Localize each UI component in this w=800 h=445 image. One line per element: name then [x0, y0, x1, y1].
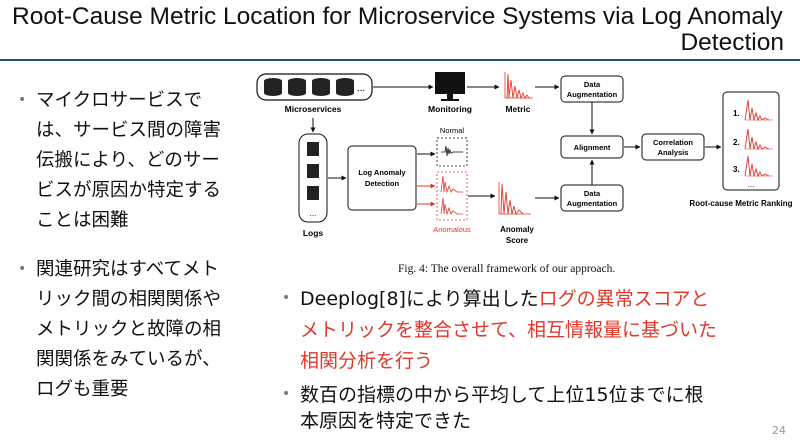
ranking-label: Root-cause Metric Ranking — [689, 199, 792, 208]
logs-label: Logs — [303, 228, 324, 238]
bullet-line: 伝搬により、どのサー — [36, 150, 220, 171]
anomaly-score-line2: Score — [506, 236, 529, 245]
anomalous-label: Anomalous — [433, 225, 471, 234]
data-augmentation-top-line2: Augmentation — [567, 90, 618, 99]
bullet-line: メトリックと故障の相 — [36, 319, 222, 340]
bullet-line: マイクロサービスで — [36, 90, 203, 111]
right-bullet-1-highlight-2: メトリックを整合させて、相互情報量に基づいた — [300, 319, 718, 341]
correlation-analysis-node: Correlation Analysis — [641, 133, 705, 161]
bullet-line: 関連研究はすべてメト — [36, 259, 219, 280]
microservices-node: ... Microservices — [256, 73, 373, 114]
right-bullet-1: • Deeplog[8]により算出したログの異常スコアと メトリックを整合させて… — [282, 284, 718, 377]
metric-signal-icon — [504, 72, 533, 100]
logs-node: ... Logs — [298, 133, 328, 238]
anomalous-signals — [436, 171, 468, 221]
rank-ellipsis: ... — [748, 180, 755, 189]
title-line-1: Root-Cause Metric Location for Microserv… — [12, 3, 783, 30]
root-cause-ranking: 1. 2. 3. ... — [722, 91, 780, 191]
bullet-dot-icon: • — [282, 386, 291, 402]
log-anomaly-line1: Log Anomaly — [358, 168, 406, 177]
rank-2: 2. — [733, 138, 740, 147]
normal-signal — [436, 137, 468, 167]
logs-ellipsis: ... — [310, 209, 317, 218]
right-bullet-1-line1: Deeplog[8]により算出したログの異常スコアと — [300, 284, 717, 315]
microservices-label: Microservices — [285, 104, 342, 114]
bullet-line: ログも重要 — [36, 379, 129, 400]
right-bullet-2-line2: 本原因を特定できた — [300, 410, 472, 432]
monitoring-label: Monitoring — [428, 104, 472, 114]
bullet-dot-icon: • — [18, 261, 27, 277]
rank-1: 1. — [733, 109, 740, 118]
alignment-node: Alignment — [560, 135, 624, 159]
data-augmentation-top: Data Augmentation — [560, 75, 624, 103]
log-anomaly-detection-node: Log Anomaly Detection — [347, 145, 417, 211]
log-file-icon — [307, 142, 319, 200]
bullet-dot-icon: • — [282, 290, 291, 306]
bullet-line: リック間の相関関係や — [36, 289, 222, 310]
bullet-line: は、サービス間の障害 — [36, 120, 222, 141]
monitor-icon — [435, 72, 465, 101]
framework-diagram: ... Microservices Monitoring Metric Data… — [256, 72, 793, 245]
data-augmentation-bottom: Data Augmentation — [560, 184, 624, 212]
data-augmentation-bottom-line1: Data — [584, 189, 601, 198]
right-bullet-1-highlight-3: 相関分析を行う — [300, 350, 434, 372]
data-augmentation-top-line1: Data — [584, 80, 601, 89]
left-bullet-2: • 関連研究はすべてメト リック間の相関関係や メトリックと故障の相 関関係をみ… — [18, 255, 222, 405]
log-anomaly-line2: Detection — [365, 179, 400, 188]
bullet-dot-icon: • — [18, 92, 27, 108]
right-bullet-1-prefix: Deeplog[8]により算出した — [300, 288, 539, 310]
right-bullet-1-highlight-1: ログの異常スコアと — [538, 288, 710, 310]
figure-caption: Fig. 4: The overall framework of our app… — [398, 263, 616, 275]
rank-3: 3. — [733, 165, 740, 174]
bullet-line: 関関係をみているが、 — [36, 349, 221, 370]
anomaly-score-signal — [498, 182, 531, 216]
alignment-label: Alignment — [574, 143, 611, 152]
page-number: 24 — [772, 424, 786, 437]
title-line-2: Detection — [680, 29, 784, 56]
database-icon — [264, 78, 354, 96]
left-bullet-1: • マイクロサービスで は、サービス間の障害 伝搬により、どのサー ビスが原因か… — [18, 86, 222, 236]
data-augmentation-bottom-line2: Augmentation — [567, 199, 618, 208]
microservices-ellipsis: ... — [357, 83, 365, 94]
right-bullet-2-line1: 数百の指標の中から平均して上位15位までに根 — [300, 384, 704, 406]
correlation-line1: Correlation — [653, 138, 693, 147]
correlation-line2: Analysis — [658, 148, 689, 157]
normal-label: Normal — [440, 126, 465, 135]
right-bullet-2: • 数百の指標の中から平均して上位15位までに根 本原因を特定できた — [282, 382, 704, 434]
title-rule — [0, 59, 800, 61]
metric-label: Metric — [505, 104, 530, 114]
bullet-line: ことは困難 — [36, 210, 129, 231]
bullet-line: ビスが原因か特定する — [36, 180, 222, 201]
anomaly-score-line1: Anomaly — [500, 225, 534, 234]
